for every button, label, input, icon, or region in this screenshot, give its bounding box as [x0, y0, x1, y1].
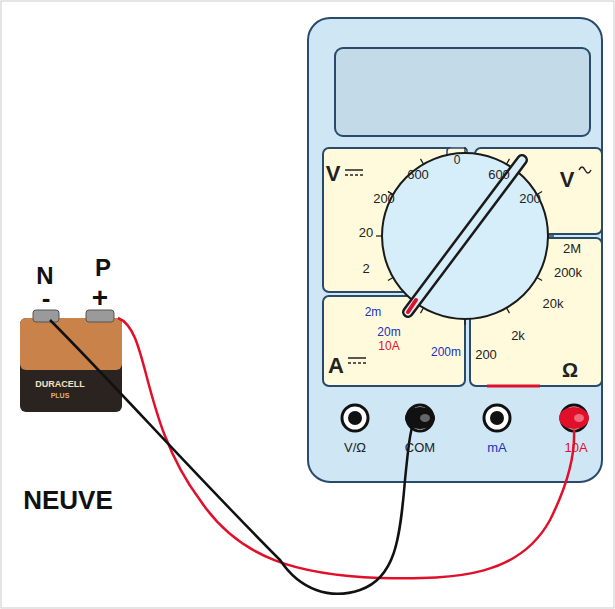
jack-label: V/Ω	[344, 441, 366, 454]
meter-housing	[308, 18, 602, 482]
dial-knob	[408, 160, 522, 312]
range-value: 10A	[378, 340, 399, 352]
ohm-panel: 2M 200k 20k 2k 200Ω	[470, 238, 602, 386]
dial-tick	[548, 235, 554, 236]
dc-symbol	[348, 357, 366, 359]
range-value: 2M	[563, 242, 581, 255]
range-value: 2m	[365, 306, 382, 318]
dial-tick	[421, 308, 424, 313]
red-wire	[118, 318, 574, 578]
unit-symbol: A	[328, 355, 344, 377]
dc-symbol	[345, 169, 363, 171]
rotary-dial	[382, 153, 548, 319]
jack	[484, 405, 510, 431]
dial-tick	[537, 278, 542, 281]
range-value: 200m	[431, 346, 461, 358]
vac-panel: 600 200 V	[475, 148, 602, 234]
ac-symbol	[579, 167, 591, 173]
dial-tick	[464, 147, 465, 153]
red-plug	[559, 407, 589, 429]
dial-tick	[376, 235, 382, 236]
amp-panel: 2m 20m 10A 200mA	[323, 296, 465, 386]
dc-symbol	[345, 174, 363, 176]
range-value: 2k	[511, 329, 525, 342]
dial-tick	[421, 159, 424, 164]
unit-symbol: Ω	[562, 360, 578, 380]
range-value: 600	[407, 168, 429, 181]
range-value: 20k	[543, 297, 564, 310]
off-box: 0	[447, 148, 467, 172]
range-value: 20	[359, 226, 373, 239]
range-value: 200	[475, 348, 497, 361]
dial-tick	[464, 319, 465, 325]
black-plug	[405, 407, 435, 429]
black-wire	[50, 320, 414, 594]
accent-line	[487, 385, 540, 388]
range-value: 200	[519, 192, 541, 205]
range-value: 20m	[377, 326, 400, 338]
plug-tip	[574, 414, 584, 422]
negative-terminal	[33, 310, 59, 322]
battery-state: NEUVE	[23, 487, 113, 513]
battery-brand: DURACELL	[35, 380, 85, 389]
battery-top	[20, 318, 122, 370]
range-value: 200	[373, 192, 395, 205]
terminal-name: P	[95, 256, 111, 280]
plug-tip	[420, 414, 430, 422]
off-position: 0	[454, 154, 461, 166]
dial-knob-inner	[408, 160, 522, 312]
range-value: 2	[362, 262, 369, 275]
dial-tick	[507, 308, 510, 313]
dial-tick	[507, 159, 510, 164]
unit-symbol: V	[326, 163, 341, 185]
polarity-sign: -	[42, 285, 51, 311]
battery-body	[20, 318, 122, 412]
vdc-panel: V 600 200 20 2	[323, 148, 455, 292]
range-value: 200k	[554, 266, 582, 279]
dial-pointer	[408, 300, 416, 312]
dc-symbol	[348, 362, 366, 364]
jack-label: mA	[487, 441, 507, 454]
jack-label: 10A	[564, 441, 587, 454]
jack	[342, 405, 368, 431]
jack-label: COM	[405, 441, 435, 454]
polarity-sign: +	[92, 284, 108, 312]
dial-ticks	[376, 147, 554, 325]
lcd-display	[335, 48, 590, 136]
range-value: 600	[488, 168, 510, 181]
battery-brand: PLUS	[51, 392, 70, 399]
unit-symbol: V	[560, 169, 575, 191]
dial-tick	[388, 278, 393, 281]
